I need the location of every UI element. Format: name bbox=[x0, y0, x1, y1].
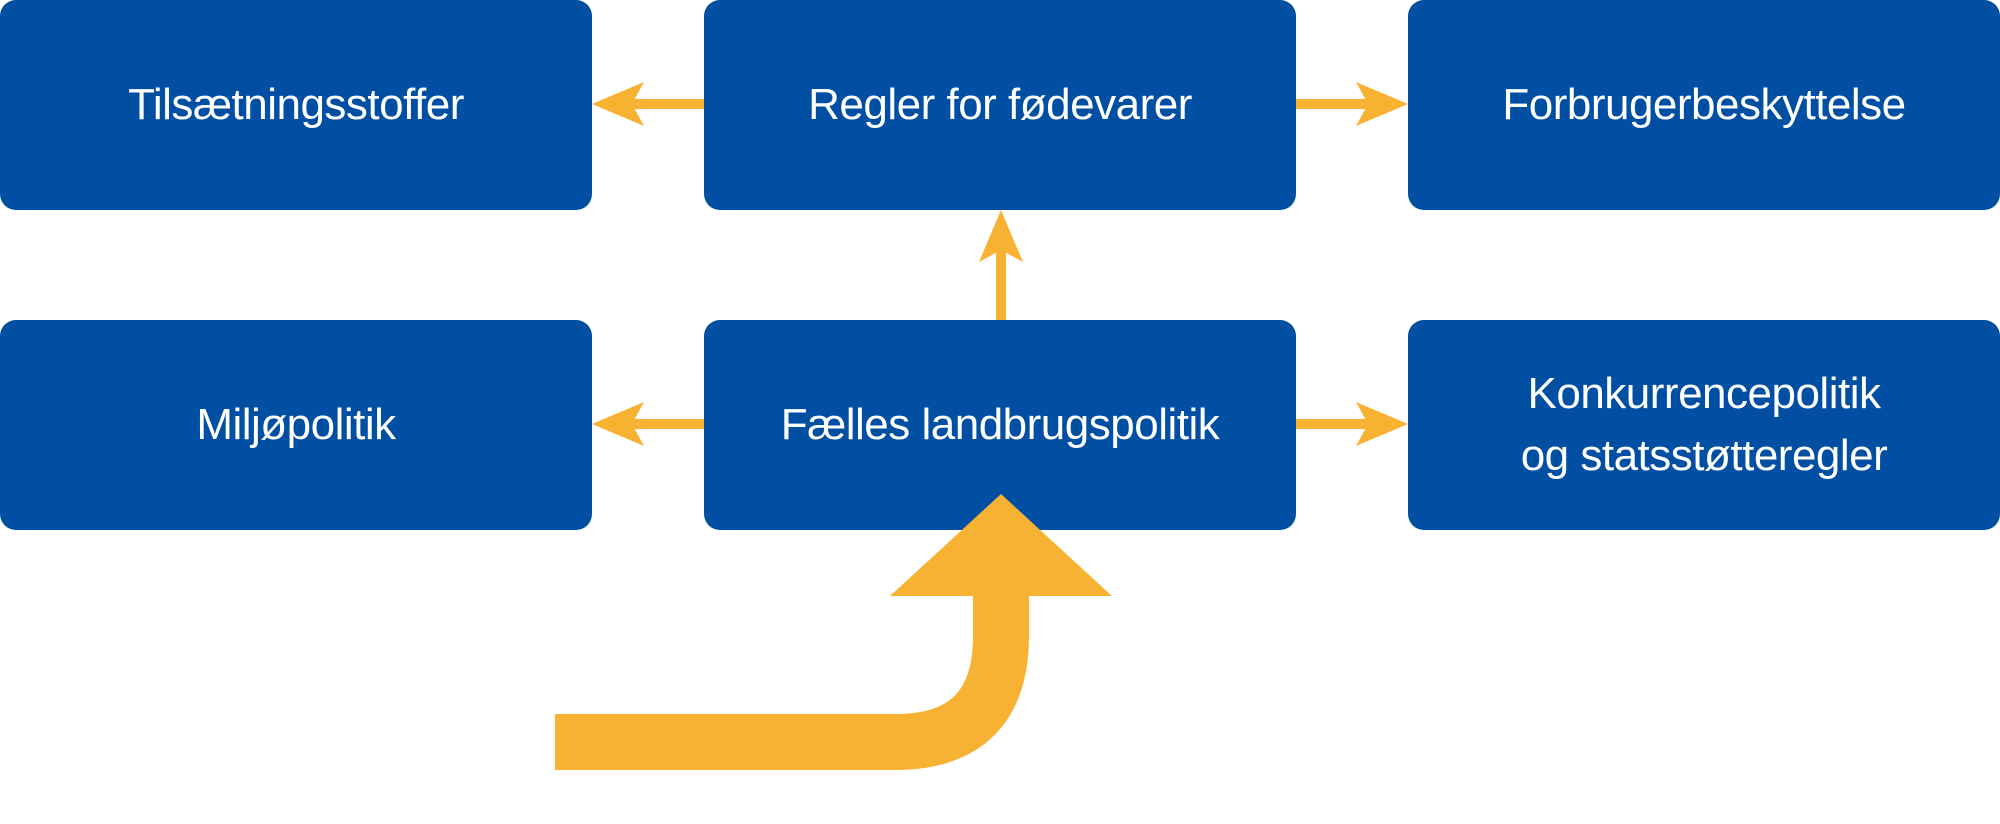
box-forbrugerbeskyttelse: Forbrugerbeskyttelse bbox=[1408, 0, 2000, 210]
arrow-to-miljoepolitik bbox=[592, 402, 704, 446]
box-konkurrencepolitik: Konkurrencepolitik og statsstøtteregler bbox=[1408, 320, 2000, 530]
box-regler-for-foedevarer: Regler for fødevarer bbox=[704, 0, 1296, 210]
input-arrow-to-faelles-landbrugspolitik bbox=[555, 494, 1112, 770]
box-label: Tilsætningsstoffer bbox=[128, 80, 464, 130]
arrow-to-tilsaetningsstoffer bbox=[592, 82, 704, 126]
box-label: Forbrugerbeskyttelse bbox=[1502, 80, 1906, 130]
box-label: Miljøpolitik bbox=[196, 400, 396, 450]
box-label: Regler for fødevarer bbox=[808, 80, 1192, 130]
box-label: Fælles landbrugspolitik bbox=[780, 400, 1220, 450]
arrow-to-forbrugerbeskyttelse bbox=[1296, 82, 1408, 126]
box-label: Konkurrencepolitik og statsstøtteregler bbox=[1520, 369, 1888, 480]
box-tilsaetningsstoffer: Tilsætningsstoffer bbox=[0, 0, 592, 210]
arrow-to-konkurrencepolitik bbox=[1296, 402, 1408, 446]
box-faelles-landbrugspolitik: Fælles landbrugspolitik bbox=[704, 320, 1296, 530]
arrow-to-regler-for-foedevarer bbox=[979, 210, 1023, 320]
box-miljoepolitik: Miljøpolitik bbox=[0, 320, 592, 530]
